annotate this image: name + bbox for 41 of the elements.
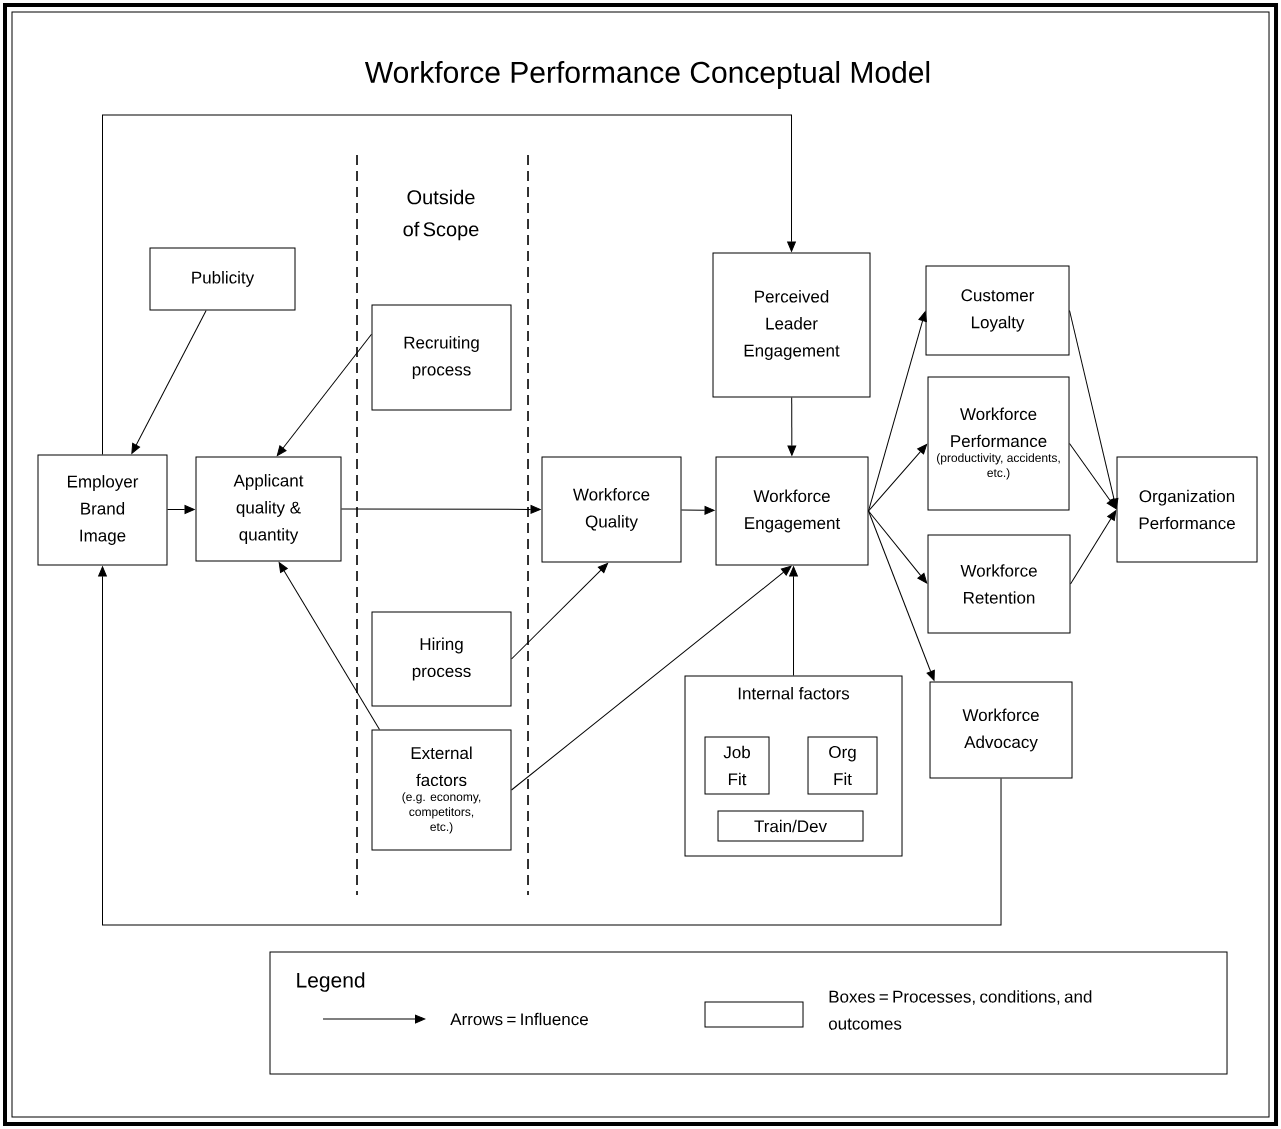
process-box: External factors (e.g. economy, competitors, etc.): [371, 729, 512, 851]
process-box: Recruiting process: [371, 304, 512, 411]
arrow: [1069, 443, 1117, 509]
process-box: Workforce Advocacy: [929, 681, 1073, 779]
title: Workforce Performance Conceptual Model: [364, 61, 930, 89]
process-box: Hiring process: [371, 611, 512, 707]
process-box: Perceived Leader Engagement: [712, 252, 871, 398]
process-box: Organization Performance: [1116, 456, 1258, 563]
process-box: Org Fit: [807, 736, 878, 795]
arrow: [868, 444, 928, 512]
arrow: [787, 397, 797, 456]
arrow: [131, 310, 207, 454]
process-box: Workforce Engagement: [715, 456, 869, 566]
process-box: Customer Loyalty: [925, 265, 1070, 356]
legend-text: Arrows = Influence: [450, 1012, 588, 1026]
arrow: [341, 505, 541, 514]
scope-label: Outside of Scope: [403, 189, 479, 241]
legend-text: Boxes = Processes, conditions, and outcomes: [828, 990, 1092, 1030]
arrow: [276, 333, 372, 456]
process-box: Workforce Retention: [927, 534, 1071, 634]
legend-title: Legend: [297, 972, 365, 992]
arrow: [868, 311, 927, 512]
process-box: Train/Dev: [717, 810, 864, 842]
arrow: [1069, 310, 1119, 509]
arrow: [511, 565, 792, 791]
process-box: Applicant quality & quantity: [195, 456, 342, 562]
arrow: [868, 510, 935, 681]
process-box: Workforce Quality: [541, 456, 682, 563]
arrow: [789, 566, 798, 676]
process-box: Employer Brand Image: [37, 454, 168, 566]
arrow: [102, 114, 796, 455]
arrow: [167, 505, 195, 514]
arrow: [511, 562, 609, 660]
process-box: Publicity: [149, 247, 296, 311]
process-box: Job Fit: [704, 736, 770, 795]
arrow: [1070, 510, 1117, 585]
arrow: [868, 510, 928, 584]
arrow: [278, 562, 380, 730]
process-box: Workforce Performance (productivity, accidents, etc.): [927, 376, 1070, 511]
arrow: [681, 505, 715, 515]
arrow: [98, 566, 1002, 926]
